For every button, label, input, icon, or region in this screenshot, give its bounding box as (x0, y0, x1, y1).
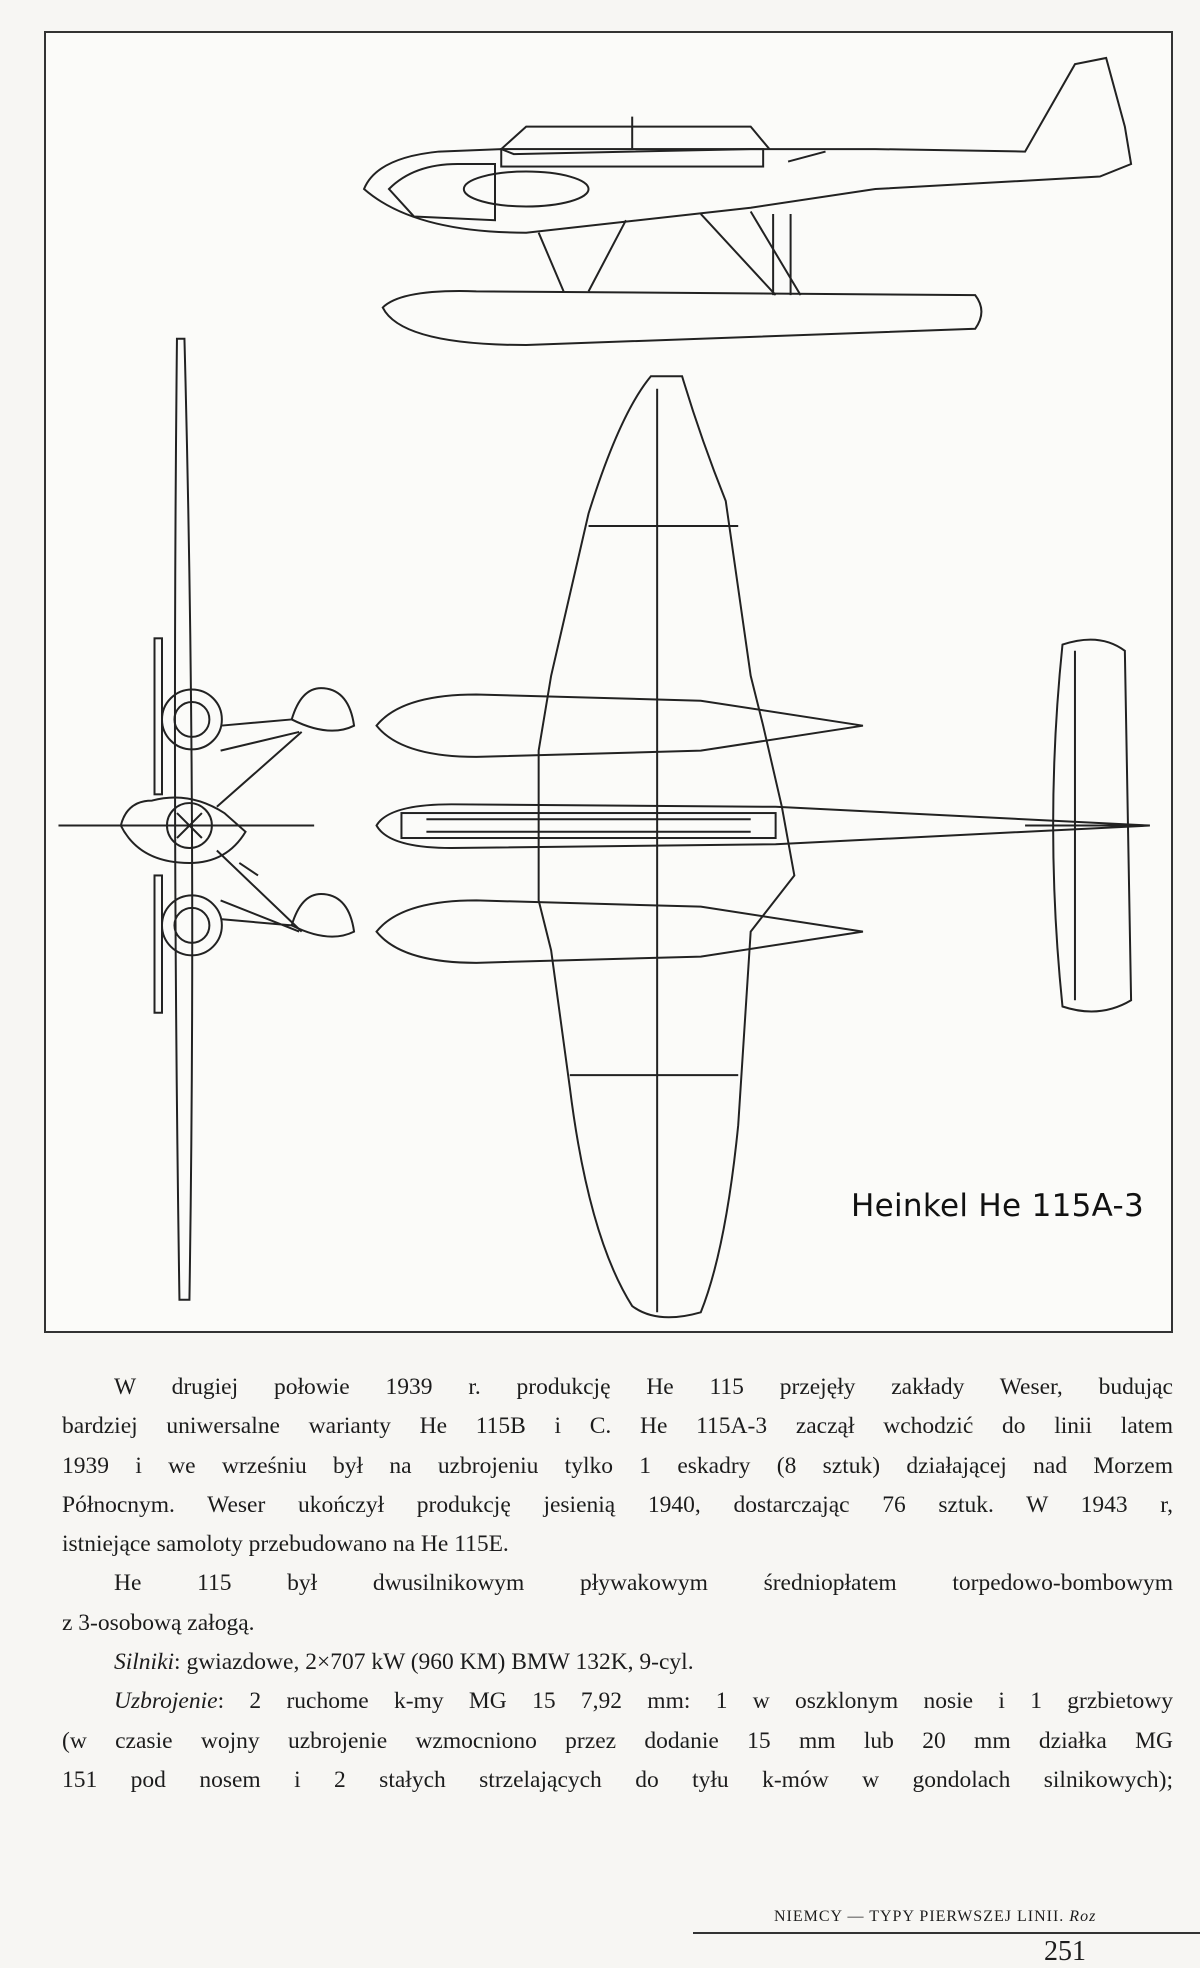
armament-line: Uzbrojenie: 2 ruchome k-my MG 15 7,92 mm… (62, 1682, 1173, 1721)
text-line: 1939 i we wrześniu był na uzbrojeniu tyl… (62, 1452, 1173, 1479)
engines-label: Silniki (114, 1649, 175, 1676)
top-view (375, 375, 1150, 1319)
page-number: 251 (1044, 1936, 1086, 1967)
text-line: W drugiej połowie 1939 r. produkcję He 1… (114, 1374, 1173, 1400)
front-view (58, 337, 356, 1301)
running-head-text: NIEMCY — TYPY PIERWSZEJ LINII. (774, 1908, 1065, 1925)
aircraft-three-view-drawing (58, 56, 1150, 1319)
footer-rule (693, 1932, 1200, 1934)
text-line: He 115 był dwusilnikowym pływakowym śred… (114, 1570, 1173, 1597)
armament-text: : 2 ruchome k-my MG 15 7,92 mm: 1 w oszk… (217, 1688, 1173, 1715)
figure-caption: Heinkel He 115A-3 (851, 1188, 1144, 1224)
text-line: bardziej uniwersalne warianty He 115B i … (62, 1413, 1173, 1440)
engines-line: Silniki: gwiazdowe, 2×707 kW (960 KM) BM… (62, 1643, 1173, 1682)
text-line: z 3-osobową załogą. (62, 1609, 255, 1636)
side-view (362, 56, 1133, 347)
running-head: NIEMCY — TYPY PIERWSZEJ LINII. Roz (774, 1908, 1096, 1926)
body-text: W drugiej połowie 1939 r. produkcję He 1… (62, 1368, 1173, 1800)
aircraft-drawing-frame: Heinkel He 115A-3 (44, 31, 1173, 1333)
armament-label: Uzbrojenie (114, 1688, 218, 1715)
engines-text: : gwiazdowe, 2×707 kW (960 KM) BMW 132K,… (174, 1649, 694, 1676)
text-line: istniejące samoloty przebudowano na He 1… (62, 1531, 509, 1558)
text-line: Północnym. Weser ukończył produkcję jesi… (62, 1491, 1173, 1518)
text-line: (w czasie wojny uzbrojenie wzmocniono pr… (62, 1727, 1173, 1754)
text-line: 151 pod nosem i 2 stałych strzelających … (62, 1766, 1173, 1793)
running-head-cut: Roz (1069, 1908, 1097, 1925)
